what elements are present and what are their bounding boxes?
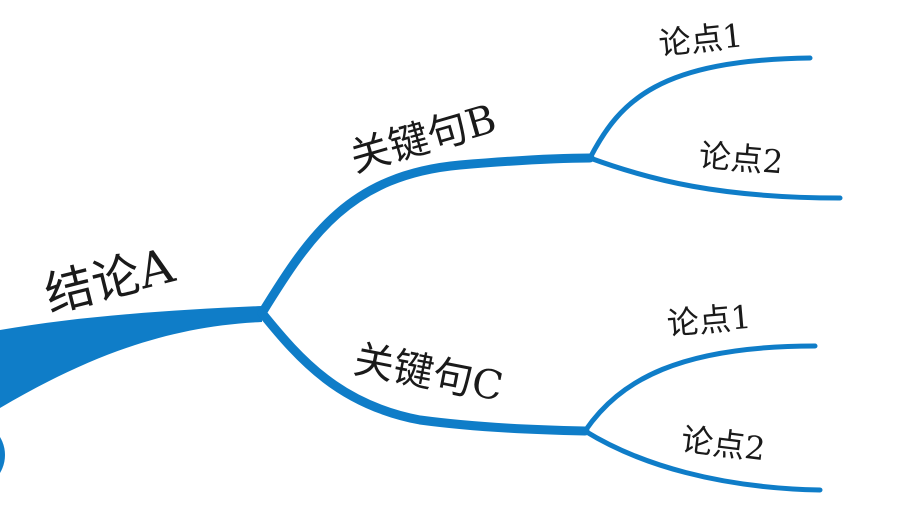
branch-b-point-2 bbox=[587, 155, 843, 201]
c-point-2-label: 论点2 bbox=[679, 420, 767, 468]
branch-c-point-2 bbox=[582, 428, 823, 493]
branch-to-key-b bbox=[257, 153, 595, 318]
branch-c-point-1 bbox=[582, 343, 818, 434]
root-label: 结论A bbox=[39, 237, 181, 323]
c-point-1-label: 论点1 bbox=[665, 298, 752, 343]
branch-to-key-c bbox=[257, 308, 590, 436]
root-branch bbox=[0, 306, 262, 408]
branch-b-point-1 bbox=[587, 55, 813, 161]
b-point-1-label: 论点1 bbox=[657, 16, 745, 63]
key-c-label: 关键句C bbox=[350, 337, 507, 411]
b-point-2-label: 论点2 bbox=[697, 136, 784, 181]
root-node-circle bbox=[0, 436, 5, 474]
